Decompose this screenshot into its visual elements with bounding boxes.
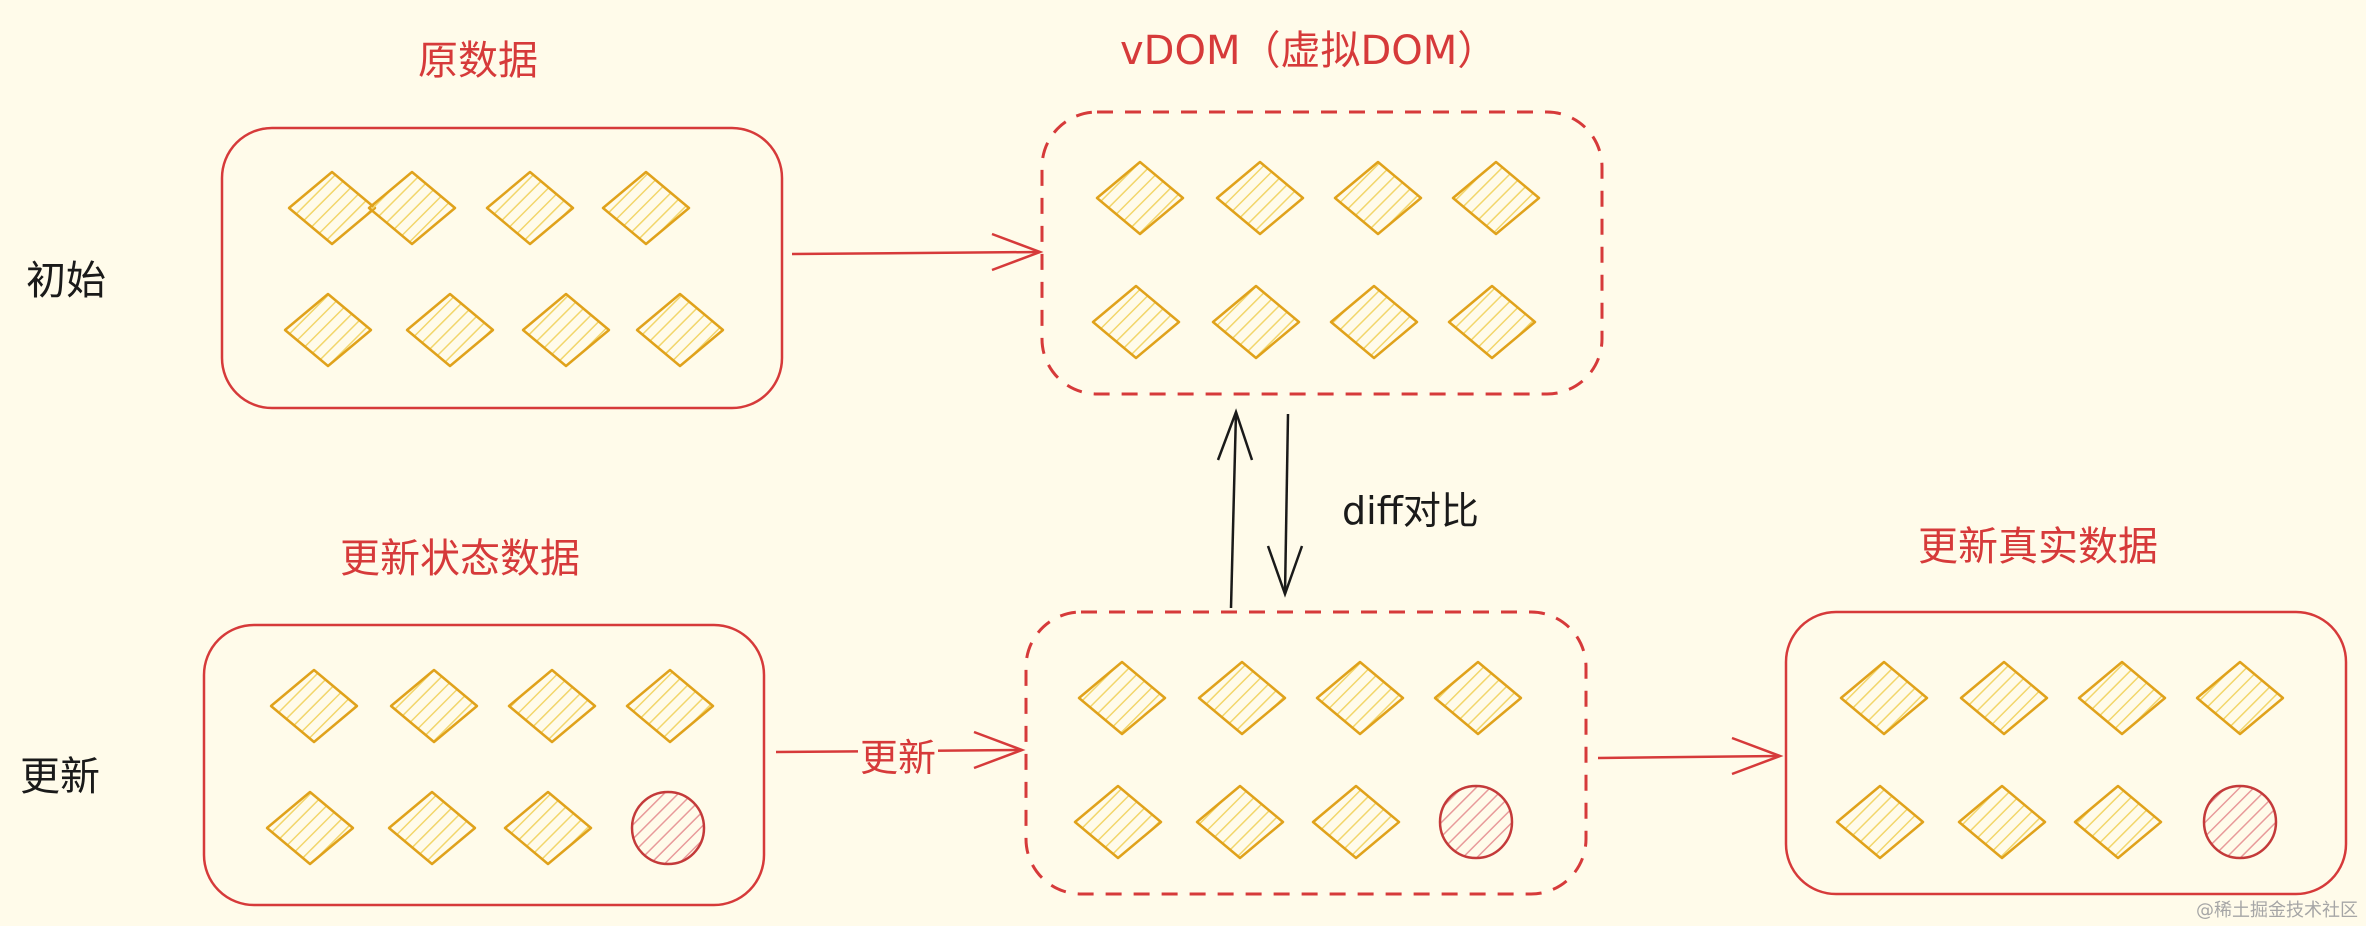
diamond-node: [2195, 660, 2285, 736]
update-edge-label: 更新: [858, 727, 939, 782]
diamond-node: [485, 170, 575, 246]
diff-arrow-up: [1216, 408, 1254, 609]
diamond-node: [635, 292, 725, 368]
diamond-node: [1197, 660, 1287, 736]
diamond-node: [1433, 660, 1523, 736]
updated-real-items: [1835, 660, 2285, 860]
diamond-node: [1329, 284, 1419, 360]
watermark: @稀土掘金技术社区: [2196, 900, 2358, 921]
diamond-node: [1839, 660, 1929, 736]
diamond-node: [2077, 660, 2167, 736]
diamond-node: [265, 790, 355, 866]
diamond-node: [1957, 784, 2047, 860]
diamond-node: [521, 292, 611, 368]
diamond-node: [1095, 160, 1185, 236]
diamond-node: [2073, 784, 2163, 860]
updated-state-items: [265, 668, 715, 866]
diamond-node: [283, 292, 373, 368]
diff-arrow-down: [1266, 413, 1304, 598]
diamond-node: [287, 170, 377, 246]
diamond-node: [503, 790, 593, 866]
updated-state-title: 更新状态数据: [340, 536, 580, 582]
diamond-node: [625, 668, 715, 744]
vdom-title: vDOM（虚拟DOM）: [1120, 28, 1498, 74]
diamond-node: [405, 292, 495, 368]
diamond-node: [1195, 784, 1285, 860]
diamond-node: [1073, 784, 1163, 860]
circle-node: [630, 790, 706, 866]
vdom-initial-box: [1040, 110, 1604, 396]
diamond-node: [1311, 784, 1401, 860]
arrow-vdom-updated-to-real: [1597, 736, 1784, 776]
vdom-updated-items: [1073, 660, 1523, 860]
diamond-node: [1835, 784, 1925, 860]
circle-node: [2202, 784, 2278, 860]
diamond-node: [1447, 284, 1537, 360]
diamond-node: [1215, 160, 1305, 236]
vdom-updated-box: [1024, 610, 1588, 896]
updated-real-title: 更新真实数据: [1918, 524, 2158, 570]
row-label-update: 更新: [20, 754, 100, 800]
row-label-initial: 初始: [26, 258, 106, 304]
vdom-initial-items: [1091, 160, 1541, 360]
diamond-node: [367, 170, 457, 246]
diamond-node: [1091, 284, 1181, 360]
diamond-node: [1451, 160, 1541, 236]
diamond-node: [1211, 284, 1301, 360]
source-data-items: [283, 170, 725, 368]
source-data-title: 原数据: [418, 38, 538, 84]
diamond-node: [1959, 660, 2049, 736]
diff-label: diff对比: [1342, 489, 1479, 533]
circle-node: [1438, 784, 1514, 860]
diamond-node: [1333, 160, 1423, 236]
diamond-node: [601, 170, 691, 246]
source-data-box: [220, 126, 784, 410]
diamond-node: [1315, 660, 1405, 736]
updated-real-box: [1784, 610, 2348, 896]
diamond-node: [269, 668, 359, 744]
diamond-node: [1077, 660, 1167, 736]
diamond-node: [387, 790, 477, 866]
arrow-source-to-vdom: [791, 232, 1044, 272]
updated-state-box: [202, 623, 766, 907]
diamond-node: [507, 668, 597, 744]
diamond-node: [389, 668, 479, 744]
